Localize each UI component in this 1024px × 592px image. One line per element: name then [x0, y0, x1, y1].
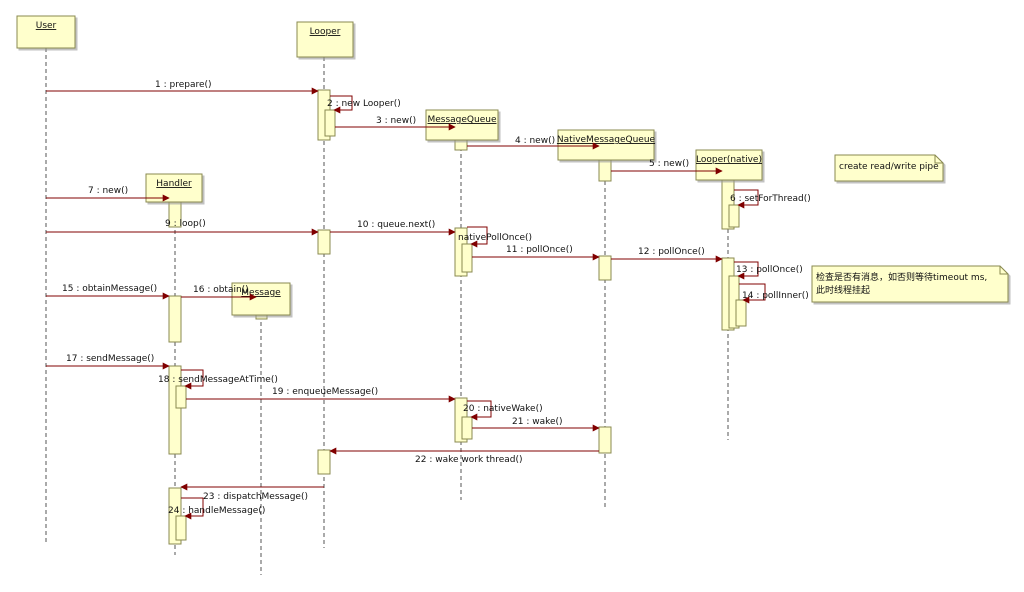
- message-arrow: [734, 261, 759, 280]
- message-m10: 10 : queue.next(): [330, 220, 456, 236]
- message-m21: 21 : wake(): [472, 417, 600, 432]
- note-text: 检查是否有消息，如否则等待timeout ms,: [816, 271, 987, 283]
- message-label: 22 : wake work thread(): [415, 455, 523, 465]
- message-label: 23 : dispatchMessage(): [203, 492, 308, 502]
- messages: 1 : prepare() 2 : new Looper() 3 : new() 4 …: [46, 80, 811, 520]
- message-m12: 12 : pollOnce(): [611, 247, 723, 263]
- message-label: 14 : pollInner(): [742, 291, 809, 301]
- message-label: 9 : loop(): [165, 219, 206, 229]
- mq-act-3: [461, 243, 473, 273]
- object-looper: Looper: [296, 21, 354, 58]
- message-m10b: nativePollOnce(): [458, 226, 532, 248]
- object-label: Handler: [156, 179, 192, 189]
- note-box: [811, 265, 1009, 303]
- object-user: User: [16, 15, 76, 49]
- message-m13: 13 : pollOnce(): [734, 261, 803, 280]
- activations: [168, 89, 747, 545]
- message-m5: 5 : new(): [611, 159, 723, 175]
- message-label: 3 : new(): [376, 116, 416, 126]
- message-label: 1 : prepare(): [155, 80, 212, 90]
- message-arrow: [330, 95, 353, 114]
- message-m6: 6 : setForThread(): [730, 189, 811, 209]
- mq-act-5: [461, 416, 473, 440]
- message-label: 11 : pollOnce(): [506, 245, 573, 255]
- message-m22: 22 : wake work thread(): [329, 447, 599, 465]
- message-label: 21 : wake(): [512, 417, 563, 427]
- object-label: User: [36, 21, 57, 31]
- note-note2: 检查是否有消息，如否则等待timeout ms,此时线程挂起: [811, 265, 1009, 303]
- message-arrow: [739, 283, 766, 304]
- nmq-act-3: [598, 426, 612, 454]
- message-arrow: [181, 369, 204, 390]
- message-m16: 16 : obtain(): [181, 285, 257, 301]
- message-arrow: [734, 189, 759, 209]
- message-m1: 1 : prepare(): [46, 80, 319, 95]
- message-label: 10 : queue.next(): [357, 220, 435, 230]
- handler-act-4: [175, 385, 187, 409]
- notes: create read/write pipe 检查是否有消息，如否则等待timeo…: [811, 154, 1009, 303]
- message-m24: 24 : handleMessage(): [168, 497, 265, 520]
- object-lnative: Looper(native): [695, 149, 763, 181]
- message-label: 19 : enqueueMessage(): [272, 387, 378, 397]
- message-label: nativePollOnce(): [458, 233, 532, 243]
- message-label: 15 : obtainMessage(): [62, 284, 157, 294]
- looper-act-2: [324, 109, 336, 137]
- objects: UserLooperMessageQueueNativeMessageQueue…: [16, 15, 763, 316]
- handler-act-2: [168, 295, 182, 343]
- message-arrow: [181, 497, 204, 520]
- message-arrow: [467, 226, 488, 248]
- message-m4: 4 : new(): [467, 136, 600, 150]
- message-label: 5 : new(): [649, 159, 689, 169]
- lnative-act-2: [728, 204, 740, 228]
- message-m18: 18 : sendMessageAtTime(): [158, 369, 278, 390]
- message-label: 2 : new Looper(): [327, 99, 401, 109]
- message-m7: 7 : new(): [46, 186, 170, 202]
- lnative-act-5: [735, 299, 747, 327]
- object-label: Message: [241, 288, 281, 298]
- object-label: Looper(native): [696, 155, 762, 165]
- message-m11: 11 : pollOnce(): [472, 245, 600, 261]
- object-nmq: NativeMessageQueue: [557, 129, 656, 161]
- message-m17: 17 : sendMessage(): [46, 354, 170, 370]
- message-label: 4 : new(): [515, 136, 555, 146]
- message-arrow: [467, 400, 492, 421]
- message-m14: 14 : pollInner(): [739, 283, 809, 304]
- message-label: 7 : new(): [88, 186, 128, 196]
- handler-act-6: [175, 515, 187, 541]
- message-label: 6 : setForThread(): [730, 194, 811, 204]
- message-label: 12 : pollOnce(): [638, 247, 705, 257]
- message-label: 16 : obtain(): [193, 285, 249, 295]
- message-m20: 20 : nativeWake(): [463, 400, 543, 421]
- looper-act-3: [317, 229, 331, 255]
- nmq-act-2: [598, 255, 612, 281]
- message-label: 18 : sendMessageAtTime(): [158, 375, 278, 385]
- message-label: 24 : handleMessage(): [168, 506, 265, 516]
- message-label: 13 : pollOnce(): [736, 265, 803, 275]
- message-label: 20 : nativeWake(): [463, 404, 543, 414]
- object-mq: MessageQueue: [425, 109, 499, 141]
- message-m23: 23 : dispatchMessage(): [180, 483, 324, 502]
- note-text: create read/write pipe: [839, 162, 939, 172]
- message-label: 17 : sendMessage(): [66, 354, 154, 364]
- message-m2: 2 : new Looper(): [327, 95, 401, 114]
- object-label: NativeMessageQueue: [557, 135, 656, 145]
- note-note1: create read/write pipe: [834, 154, 944, 182]
- object-label: MessageQueue: [427, 115, 496, 125]
- message-m15: 15 : obtainMessage(): [46, 284, 170, 300]
- message-m3: 3 : new(): [335, 116, 456, 131]
- object-handler: Handler: [145, 173, 203, 203]
- message-m19: 19 : enqueueMessage(): [186, 387, 456, 403]
- note-box: [834, 154, 944, 182]
- message-m9: 9 : loop(): [46, 219, 319, 236]
- looper-act-4: [317, 449, 331, 475]
- object-message: Message: [231, 282, 291, 316]
- note-text: 此时线程挂起: [816, 284, 870, 296]
- object-label: Looper: [310, 27, 341, 37]
